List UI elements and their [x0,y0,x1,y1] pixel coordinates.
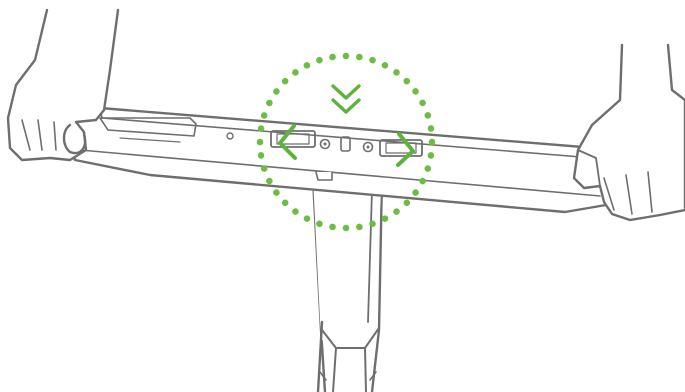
double-chevron-down-icon [333,86,359,112]
leg-column [313,178,382,392]
